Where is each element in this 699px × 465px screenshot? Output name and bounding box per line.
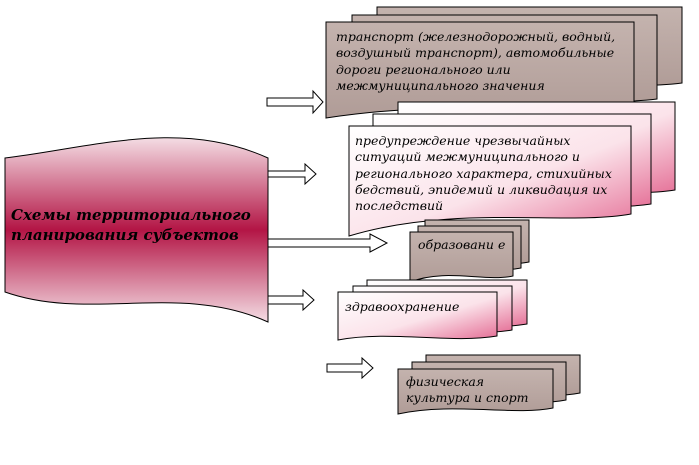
item-5-label: физическая культура и спорт [406,374,529,406]
arrow-1 [266,89,324,115]
item-2-label: предупреждение чрезвычайных ситуаций меж… [355,133,612,213]
arrow-3 [267,233,389,253]
item-3-label: образовани е [418,237,506,252]
item-2-stack [348,101,676,237]
arrow-4 [267,288,315,312]
main-label: Схемы территориального планирования субъ… [11,206,251,249]
item-5-stack [397,354,581,415]
item-4-label: здравоохранение [345,299,460,314]
item-3-stack [409,219,530,283]
item-1-label: транспорт (железнодорожный, водный, возд… [336,29,616,93]
main-banner [4,137,269,323]
item-4-stack [337,279,528,341]
item-1-stack [325,6,683,119]
arrow-2 [267,162,317,186]
arrow-5 [326,356,374,380]
